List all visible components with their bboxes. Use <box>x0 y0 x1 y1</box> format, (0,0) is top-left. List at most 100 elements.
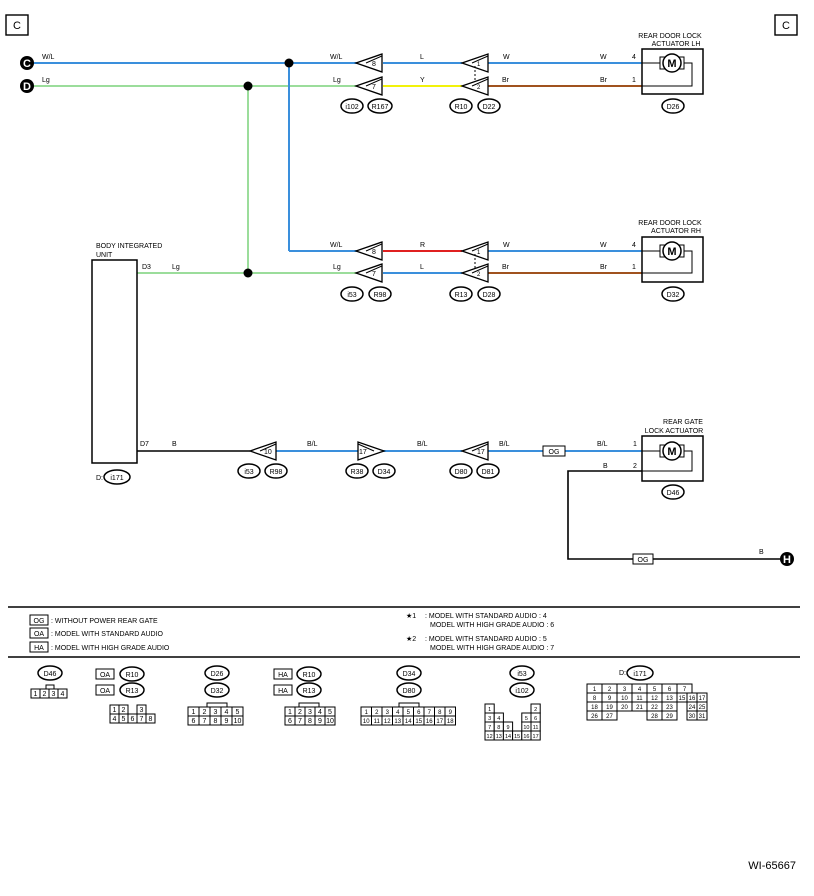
wire-label: Lg <box>42 77 50 84</box>
tag-r13: R13 <box>455 292 468 299</box>
pin-number: 18 <box>591 705 598 711</box>
connector-d80-d81: 17 <box>460 441 489 461</box>
tag-i171: i171 <box>110 475 123 482</box>
pin-number: 4 <box>61 691 65 698</box>
pin-cavity <box>661 710 678 721</box>
legend-note1-b: MODEL WITH HIGH GRADE AUDIO : 6 <box>430 622 554 629</box>
pin-number: 4 <box>225 709 229 716</box>
tag-d32: D32 <box>667 292 680 299</box>
actuator-rh-title: REAR DOOR LOCK <box>638 220 702 227</box>
pin-number: 7 <box>203 718 207 725</box>
pin-number: 13 <box>394 719 401 725</box>
junction-dot <box>243 81 253 91</box>
wire-label: Y <box>420 77 425 84</box>
pin-number: 8 <box>438 710 442 716</box>
wire-label: D7 <box>140 441 149 448</box>
connector-i53-r98: 8 7 <box>354 241 383 283</box>
wire-label: B <box>759 549 764 556</box>
tag-r10: R10 <box>303 672 316 679</box>
wire-label: Br <box>600 264 608 271</box>
tag-d46: D46 <box>44 671 57 678</box>
pin-number: 10 <box>621 696 628 702</box>
terminal-h <box>780 552 794 566</box>
og-box <box>632 553 654 565</box>
pin-number: 10 <box>363 719 370 725</box>
pin-number: 10 <box>234 718 242 725</box>
pin-number: 21 <box>636 705 643 711</box>
wire-b-gate <box>567 470 642 560</box>
tag-d26: D26 <box>667 104 680 111</box>
pin-number: 5 <box>653 687 657 693</box>
pin-number: 6 <box>417 710 421 716</box>
junction-dot <box>243 268 253 278</box>
pin-label: 8 <box>372 249 376 256</box>
pin-number: 10 <box>326 718 334 725</box>
connector-i102-r167: 8 7 <box>354 53 383 96</box>
pin-number: 22 <box>651 705 658 711</box>
pin-cavity <box>324 715 336 726</box>
connector-i53-r98-b: 10 <box>248 441 277 461</box>
pin-cavity <box>444 715 456 726</box>
tag-d22: D22 <box>483 104 496 111</box>
pin-number: 11 <box>374 719 381 725</box>
pin-number: 2 <box>298 709 302 716</box>
actuator-lh: REAR DOOR LOCK ACTUATOR LH M <box>638 33 704 95</box>
pin-number: 2 <box>122 707 126 714</box>
pin-number: 1 <box>113 707 117 714</box>
pin-label: 1 <box>477 250 481 256</box>
pin-number: 4 <box>113 716 117 723</box>
pin-number: 6 <box>668 687 672 693</box>
tag-d80: D80 <box>403 688 416 695</box>
pin-number: 17 <box>533 734 539 740</box>
tag-r98: R98 <box>270 469 283 476</box>
tag-d34: D34 <box>378 469 391 476</box>
wire-label: W/L <box>330 54 343 61</box>
pin-label: 2 <box>477 272 481 278</box>
pin-number: 25 <box>699 705 706 711</box>
wire-label: W <box>600 242 607 249</box>
pin-number: 11 <box>533 725 539 731</box>
actuator-gate-title: LOCK ACTUATOR <box>645 428 703 435</box>
wire-label: W <box>503 242 510 249</box>
actuator-lh-title: REAR DOOR LOCK <box>638 33 702 40</box>
corner-label-left: C <box>13 20 21 32</box>
pin-number: 10 <box>523 725 529 731</box>
pin-number: 4 <box>638 687 642 693</box>
legend-note2-a: : MODEL WITH STANDARD AUDIO : 5 <box>425 636 547 643</box>
pin-number: 15 <box>415 719 422 725</box>
pin-number: 16 <box>523 734 529 740</box>
pin-number: 4 <box>396 710 400 716</box>
pin-number: 31 <box>699 714 706 720</box>
pin-number: 1 <box>488 707 491 713</box>
tag-r10: R10 <box>455 104 468 111</box>
legend-oa: OA <box>100 688 110 695</box>
pin-label: 1 <box>632 264 636 271</box>
pin-number: 1 <box>192 709 196 716</box>
connector-r10-d22: 1 2 <box>460 53 489 96</box>
motor-label: M <box>667 446 676 458</box>
tag-i53: i53 <box>244 469 253 476</box>
actuator-rear-gate: REAR GATE LOCK ACTUATOR M <box>641 419 704 482</box>
pin-cavity <box>696 710 708 721</box>
bcm-prefix: D: <box>619 670 626 677</box>
terminal-d <box>20 79 34 93</box>
motor-icon <box>662 53 682 73</box>
wire-label: B <box>603 463 608 470</box>
pin-number: 12 <box>487 734 493 740</box>
pin-number: 19 <box>606 705 613 711</box>
bcm-prefix: D: <box>96 475 103 482</box>
legend-note2-mark: ★2 <box>406 635 416 643</box>
pin-label: 7 <box>372 271 376 278</box>
tag-r38: R38 <box>351 469 364 476</box>
pin-number: 5 <box>122 716 126 723</box>
pin-number: 18 <box>447 719 454 725</box>
legend-og: OG <box>34 618 45 625</box>
pin-label: 7 <box>372 84 376 91</box>
wire-label: W/L <box>42 54 55 61</box>
pin-number: 17 <box>436 719 443 725</box>
pin-number: 24 <box>689 705 696 711</box>
pin-number: 8 <box>214 718 218 725</box>
pin-number: 3 <box>52 691 56 698</box>
pin-number: 2 <box>43 691 47 698</box>
